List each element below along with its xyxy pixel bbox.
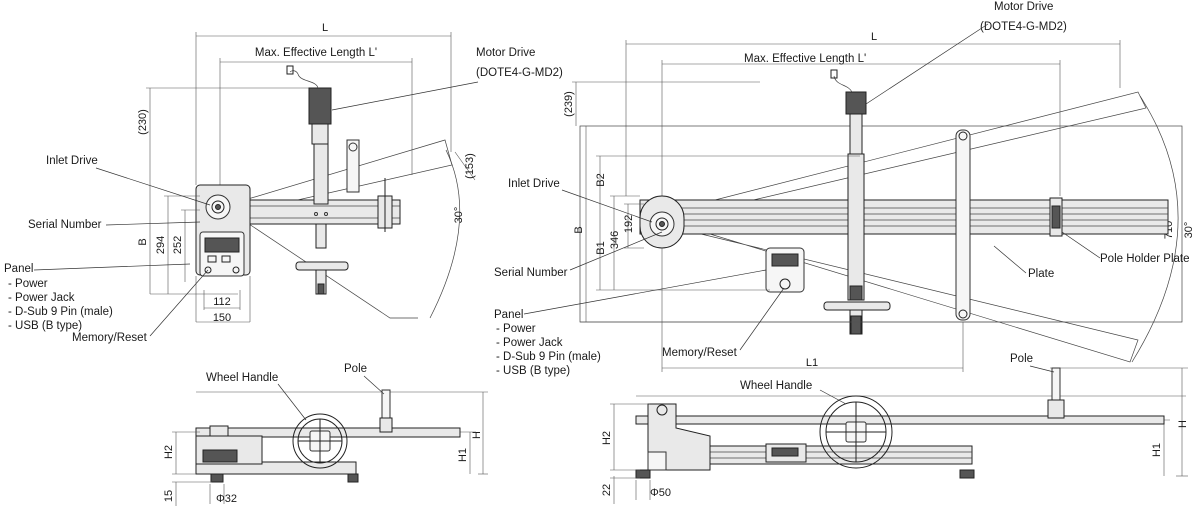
label-motor-drive-right: Motor Drive — [994, 1, 1053, 13]
panel-item-power: - Power — [8, 278, 48, 290]
dim-192: 192 — [623, 215, 635, 233]
dim-H1-right: H1 — [1151, 443, 1163, 457]
label-motor-drive-model: (DOTE4-G-MD2) — [476, 67, 563, 79]
dim-112: 112 — [213, 296, 231, 308]
dim-H-left: H — [471, 431, 483, 439]
dim-B1: B1 — [595, 241, 607, 254]
label-inlet-drive: Inlet Drive — [46, 155, 98, 167]
swing-arc-right — [1131, 95, 1179, 363]
side-base — [195, 461, 357, 475]
inlet-column-right — [847, 153, 865, 301]
main-beam-right — [639, 199, 1169, 235]
right-top-view: L Max. Effective Length L' (239) 710 30° — [494, 1, 1195, 377]
label-wheel-handle-right: Wheel Handle — [740, 380, 812, 392]
inlet-shaft — [313, 143, 329, 205]
panel-item-power-jack: - Power Jack — [8, 292, 75, 304]
side-beam-right — [635, 415, 1165, 425]
dim-B-right: B — [573, 226, 585, 233]
label-memory-reset: Memory/Reset — [72, 332, 148, 344]
dim-H2-left: H2 — [163, 445, 175, 459]
wheel-handle-top — [295, 261, 349, 271]
motor-drive-right — [830, 69, 867, 155]
label-serial-number-right: Serial Number — [494, 267, 568, 279]
label-pole-left: Pole — [344, 363, 367, 375]
label-memory-reset-right: Memory/Reset — [662, 347, 738, 359]
label-motor-drive-model-right: (DOTE4-G-MD2) — [980, 21, 1067, 33]
label-pole-holder-plate: Pole Holder Plate — [1100, 253, 1190, 265]
dim-294: 294 — [155, 236, 167, 254]
panel-item-dsub: - D-Sub 9 Pin (male) — [8, 306, 113, 318]
dim-max-effective-length: Max. Effective Length L' — [255, 47, 377, 59]
label-panel: Panel — [4, 263, 33, 275]
dim-H1-left: H1 — [457, 448, 469, 462]
dim-L-right: L — [871, 31, 877, 43]
panel-item-usb: - USB (B type) — [8, 320, 82, 332]
wheel-handle-side — [292, 413, 348, 469]
swing-arm-upper — [227, 139, 453, 215]
cross-plate — [955, 129, 971, 321]
panel-item-dsub-right: - D-Sub 9 Pin (male) — [496, 351, 601, 363]
motor-drive — [286, 65, 332, 145]
label-pole-right: Pole — [1010, 353, 1033, 365]
label-serial-number: Serial Number — [28, 219, 102, 231]
dim-15: 15 — [163, 490, 175, 502]
dim-150: 150 — [213, 312, 231, 324]
left-side-view: H H1 Wheel Handle Pole H2 — [163, 363, 488, 506]
dim-B2: B2 — [595, 173, 607, 186]
wheel-handle-top-right — [823, 301, 891, 311]
dim-L: L — [322, 22, 328, 34]
dim-252: 252 — [172, 236, 184, 254]
swing-arm-lower — [227, 209, 418, 319]
dim-22: 22 — [601, 484, 613, 496]
dim-phi32: Φ32 — [216, 493, 237, 505]
dim-H-right: H — [1177, 420, 1189, 428]
label-motor-drive: Motor Drive — [476, 47, 535, 59]
pole-upright — [346, 139, 360, 193]
label-plate: Plate — [1028, 268, 1054, 280]
dim-phi50: Φ50 — [650, 487, 671, 499]
label-panel-right: Panel — [494, 309, 523, 321]
dim-max-effective-length-right: Max. Effective Length L' — [744, 53, 866, 65]
dim-230: (230) — [137, 109, 149, 135]
panel-item-power-jack-right: - Power Jack — [496, 337, 563, 349]
swing-arc — [429, 149, 461, 319]
dim-153: (153) — [464, 153, 476, 179]
dim-L1: L1 — [806, 357, 818, 369]
dim-346: 346 — [609, 231, 621, 249]
side-rail-right — [703, 445, 973, 465]
dim-B: B — [137, 238, 149, 245]
dim-239: (239) — [563, 91, 575, 117]
panel-item-power-right: - Power — [496, 323, 536, 335]
panel-item-usb-right: - USB (B type) — [496, 365, 570, 377]
wheel-handle-side-right — [819, 395, 893, 469]
plate-upper — [663, 91, 1147, 221]
right-side-view: H H1 Wheel Handle Pole H2 — [601, 353, 1189, 504]
plate-lower — [663, 219, 1139, 363]
angle-30: 30° — [453, 207, 465, 224]
label-inlet-drive-right: Inlet Drive — [508, 178, 560, 190]
left-top-view: L Max. Effective Length L' (230) (153) 3… — [4, 22, 563, 344]
label-wheel-handle-left: Wheel Handle — [206, 372, 278, 384]
angle-30-right: 30° — [1183, 222, 1195, 239]
dim-H2-right: H2 — [601, 431, 613, 445]
